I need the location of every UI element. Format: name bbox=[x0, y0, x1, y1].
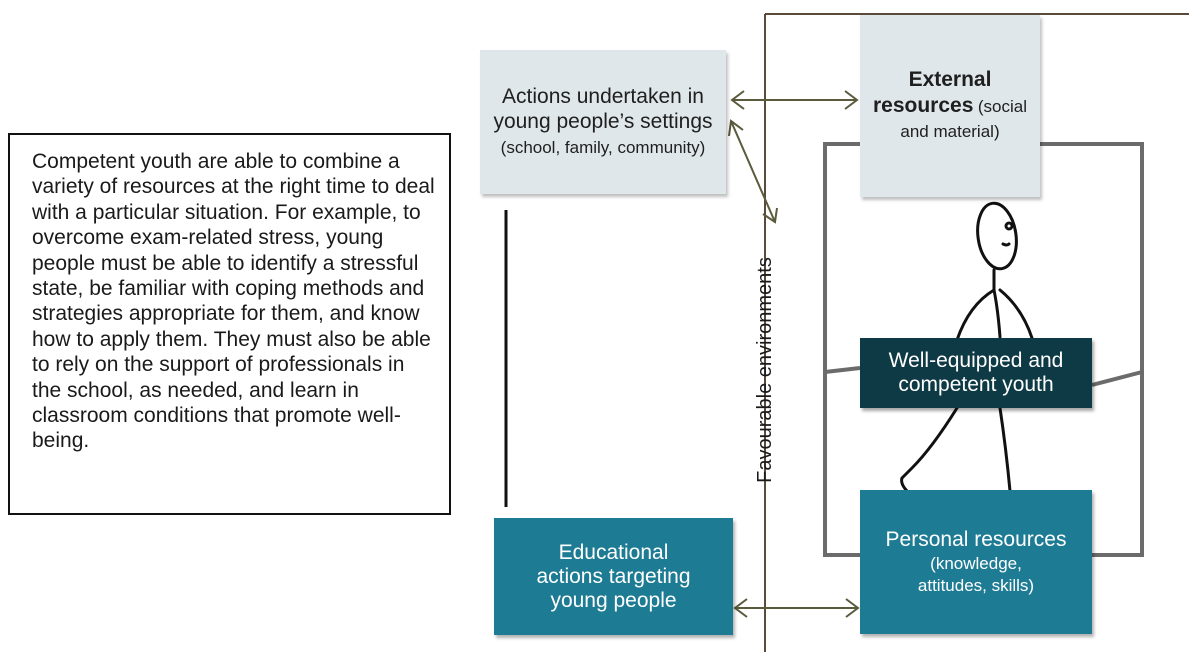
youth-label: Well-equipped and competent youth bbox=[888, 349, 1064, 396]
arrow-actions-external bbox=[730, 90, 859, 110]
description-textbox: Competent youth are able to combine a va… bbox=[8, 133, 451, 515]
environment-label: Favourable environments bbox=[754, 257, 776, 483]
arrow-actions-diagonal bbox=[728, 119, 778, 224]
personal-resources-box: Personal resources (knowledge, attitudes… bbox=[860, 490, 1092, 634]
environment-frame bbox=[764, 13, 1189, 652]
youth-stick-figure bbox=[900, 201, 1034, 494]
educational-actions-label: Educational actions targeting young peop… bbox=[536, 540, 691, 612]
arrow-educational-personal bbox=[733, 598, 860, 618]
external-resources-bold: External resources bbox=[873, 67, 992, 117]
external-resources-box: External resources (social and material) bbox=[860, 15, 1040, 197]
educational-actions-box: Educational actions targeting young peop… bbox=[494, 518, 733, 635]
personal-resources-main: Personal resources bbox=[885, 528, 1067, 551]
youth-box: Well-equipped and competent youth bbox=[860, 338, 1092, 408]
personal-resources-detail: (knowledge, attitudes, skills) bbox=[917, 554, 1035, 595]
external-resources-detail: (social and material) bbox=[900, 96, 1027, 141]
description-text: Competent youth are able to combine a va… bbox=[32, 150, 435, 453]
actions-settings-box: Actions undertaken in young people’s set… bbox=[480, 50, 726, 194]
actions-settings-main: Actions undertaken in young people’s set… bbox=[493, 85, 713, 133]
actions-settings-detail: (school, family, community) bbox=[500, 138, 706, 157]
